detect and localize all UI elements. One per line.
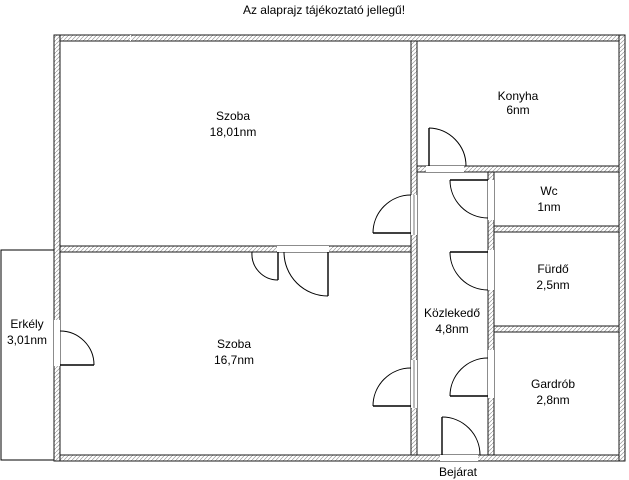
balcony-outline xyxy=(0,249,57,461)
doors xyxy=(59,127,489,456)
room-area: 3,01nm xyxy=(7,333,47,347)
room-label-wc: Wc 1nm xyxy=(537,184,560,214)
interior-walls xyxy=(59,40,620,456)
room-label-szoba-bottom: Szoba 16,7nm xyxy=(214,337,254,367)
balcony-door xyxy=(59,330,95,366)
double-door xyxy=(251,251,329,297)
room-label-konyha: Konyha 6nm xyxy=(498,89,539,117)
outer-walls xyxy=(53,34,626,462)
kitchen-door xyxy=(428,127,467,167)
plan-title: Az alaprajz tájékoztató jellegű! xyxy=(243,3,405,17)
room-area: 16,7nm xyxy=(214,353,254,367)
room-label-erkely: Erkély 3,01nm xyxy=(7,317,47,347)
room-area: 4,8nm xyxy=(435,322,468,336)
room-name: Konyha xyxy=(498,89,539,103)
entrance-door xyxy=(441,416,481,456)
room-area: 6nm xyxy=(506,103,529,117)
entrance-label: Bejárat xyxy=(439,465,478,479)
room-label-kozlekedo: Közlekedő 4,8nm xyxy=(424,306,480,336)
room-label-gardrob: Gardrób 2,8nm xyxy=(531,377,575,407)
room-name: Gardrób xyxy=(531,377,575,391)
room-label-furdo: Fürdő 2,5nm xyxy=(536,262,569,292)
room-label-szoba-top: Szoba 18,01nm xyxy=(210,109,257,139)
wardrobe-door xyxy=(449,357,489,397)
room-name: Közlekedő xyxy=(424,306,480,320)
room-area: 1nm xyxy=(537,200,560,214)
room-name: Fürdő xyxy=(537,262,569,276)
room-area: 2,5nm xyxy=(536,278,569,292)
wc-door xyxy=(449,179,489,219)
room-bottom-door xyxy=(372,367,412,407)
room-name: Szoba xyxy=(217,337,251,351)
wall-openings xyxy=(54,35,494,461)
room-name: Szoba xyxy=(216,109,250,123)
room-area: 18,01nm xyxy=(210,125,257,139)
bathroom-door xyxy=(449,251,489,291)
room-area: 2,8nm xyxy=(536,393,569,407)
room-top-door xyxy=(372,194,412,234)
room-name: Erkély xyxy=(10,317,43,331)
room-name: Wc xyxy=(540,184,557,198)
